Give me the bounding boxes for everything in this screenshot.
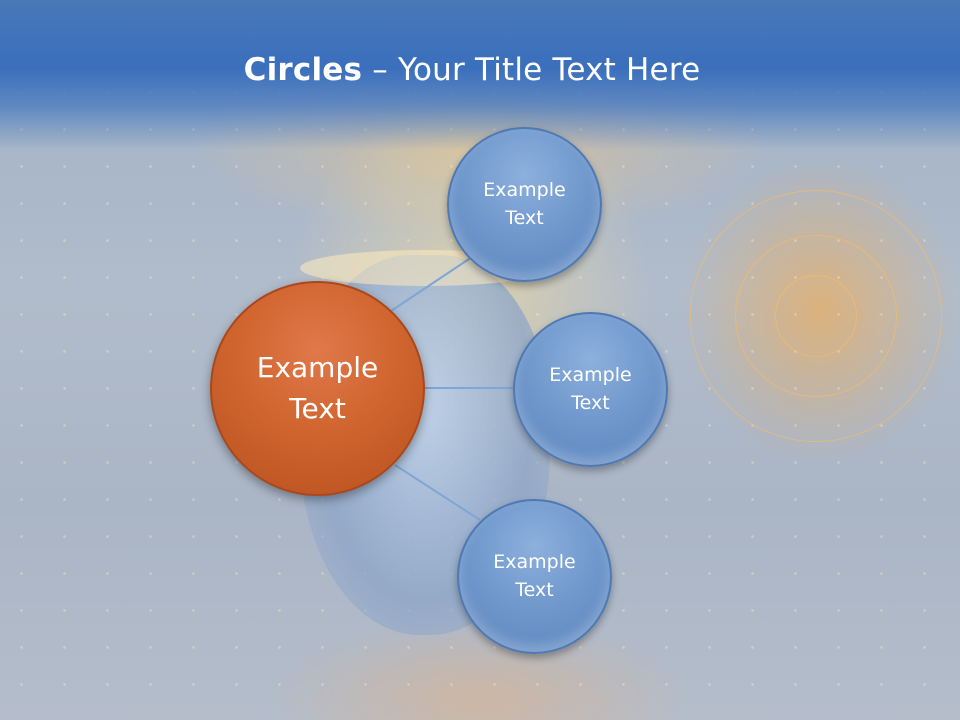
satellite-bottom-line2: Text — [515, 578, 554, 601]
center-circle[interactable]: Example Text — [210, 281, 425, 496]
satellite-bottom-line1: Example — [493, 550, 576, 573]
satellite-circle-top[interactable]: Example Text — [447, 127, 602, 282]
title-bold: Circles — [243, 52, 363, 88]
connector-line-bottom — [394, 464, 481, 521]
connector-line-top — [384, 254, 476, 316]
satellite-circle-middle[interactable]: Example Text — [513, 312, 668, 467]
satellite-middle-line1: Example — [549, 363, 632, 386]
center-circle-line1: Example — [256, 350, 379, 384]
slide-title[interactable]: Circles – Your Title Text Here — [0, 52, 944, 88]
title-rest: – Your Title Text Here — [362, 52, 701, 88]
clockwork-ring-inner — [775, 275, 857, 357]
clockwork-ring-outer — [690, 190, 942, 442]
satellite-middle-line2: Text — [571, 391, 610, 414]
satellite-top-line1: Example — [483, 178, 566, 201]
satellite-circle-bottom[interactable]: Example Text — [457, 499, 612, 654]
center-circle-line2: Text — [289, 391, 346, 425]
clockwork-ring-middle — [735, 235, 897, 397]
satellite-top-line2: Text — [505, 206, 544, 229]
header-band — [0, 0, 960, 150]
